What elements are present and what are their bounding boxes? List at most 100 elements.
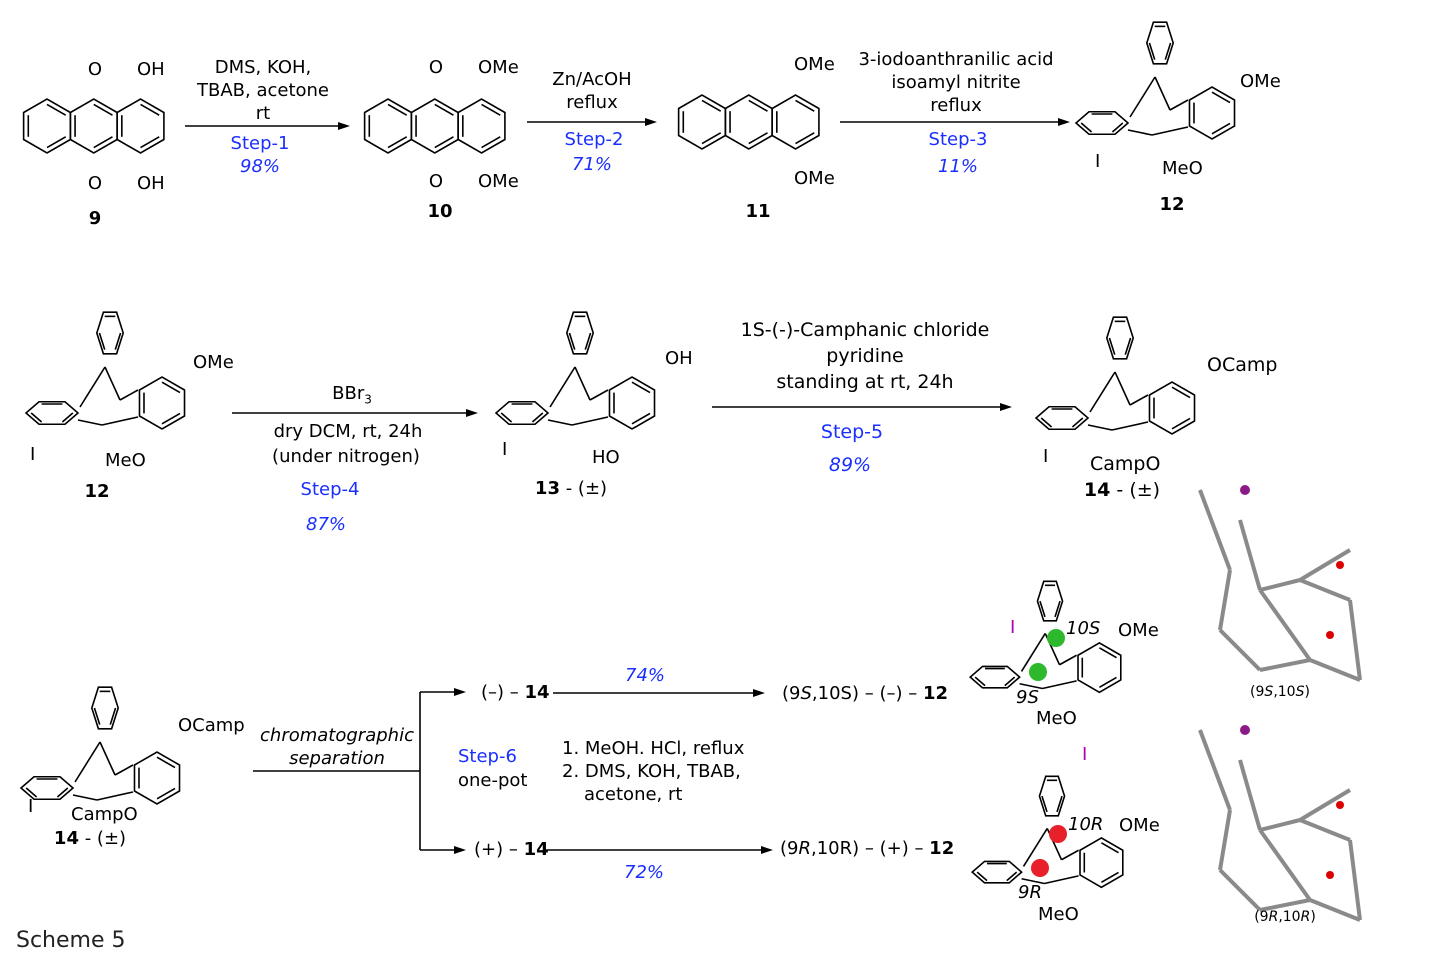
c13-oh: OH	[665, 348, 693, 369]
double-bond	[701, 132, 722, 145]
double-bond	[140, 103, 160, 116]
minus-3d-model-stick	[1259, 658, 1311, 672]
plus-product-descriptor: R	[798, 838, 811, 859]
r3-c14-campo: CampO	[71, 804, 138, 825]
minus-c9-label: 9S	[1016, 687, 1039, 708]
r2-compound-14-bridge	[1087, 424, 1113, 431]
minus-model-pre: (9	[1250, 684, 1265, 700]
minus-3d-model-stick	[1218, 569, 1232, 631]
step3-label: Step-3	[928, 129, 988, 150]
r2-compound-12-label: 12	[84, 481, 110, 502]
plus-start-number: 14	[523, 839, 549, 860]
plus-3d-model-stick	[1218, 868, 1262, 912]
compound-13-right-ring	[608, 376, 656, 430]
minus-product-bridge	[1059, 654, 1077, 666]
double-bond	[1101, 842, 1119, 854]
minus-product-bridge	[1042, 680, 1077, 690]
step4-reagent-text: BBr	[332, 383, 365, 404]
double-bond	[795, 99, 815, 112]
double-bond	[56, 787, 69, 798]
plus-3d-model-stick	[1198, 729, 1232, 811]
minus-product-bridge	[1019, 682, 1043, 690]
compound-11-label: 11	[745, 201, 771, 222]
plus-step-arrow-head	[761, 846, 773, 854]
minus-product-right-ring	[1077, 641, 1122, 694]
stereocenter-9R	[1031, 859, 1049, 877]
double-bond	[584, 332, 592, 350]
minus-3d-model-stick	[1299, 578, 1351, 602]
compound-13-bridge	[549, 366, 576, 408]
step4-reagent: BBr3	[332, 383, 372, 407]
r1-compound-12-left-ring	[1074, 110, 1130, 136]
double-bond	[161, 412, 181, 425]
minus-model-s1: S	[1264, 684, 1274, 700]
double-bond	[156, 787, 176, 800]
minus-product-mid: ,10S) – (–) –	[811, 683, 923, 704]
r2-c14-iodo: I	[1043, 446, 1049, 467]
compound-13-bridge	[571, 416, 609, 426]
minus-model-label: (9S,10S)	[1250, 684, 1310, 700]
plus-3d-model-stick	[1238, 759, 1262, 831]
r3-c14-number: 14	[53, 828, 79, 849]
c9-o-bot: O	[87, 173, 103, 194]
plus-3d-model-stick	[1299, 818, 1351, 842]
plus-iodo: I	[1082, 744, 1088, 765]
plus-meo: MeO	[1038, 904, 1079, 925]
double-bond	[1211, 122, 1231, 135]
plus-c9-label: 9R	[1018, 882, 1042, 903]
stereocenter-10R	[1049, 825, 1067, 843]
compound-13-bridge	[574, 366, 591, 401]
minus-3d-model-stick	[1258, 588, 1312, 662]
r3-compound-14-upper-ring	[90, 686, 120, 730]
step4-condition-1: dry DCM, rt, 24h	[273, 421, 423, 442]
step3-reagent-3: reflux	[930, 95, 982, 116]
plus-3d-model-stick	[1348, 839, 1362, 921]
step1-arrow-head	[338, 122, 350, 130]
minus-start-number: 14	[524, 682, 550, 703]
r2-compound-14-bridge	[1114, 371, 1131, 406]
c10-o-top: O	[428, 57, 444, 78]
minus-model-mid: ,10	[1273, 684, 1296, 700]
r2-compound-12-right-ring	[138, 376, 186, 430]
compound-11-ring	[771, 94, 820, 150]
minus-3d-model-stick	[1198, 489, 1232, 571]
r3-compound-14-right-ring	[133, 751, 181, 805]
double-bond	[974, 676, 986, 687]
step2-yield: 71%	[571, 154, 613, 175]
minus-3d-model-stick	[1238, 519, 1262, 591]
plus-product-label: (9R,10R) – (+) – 12	[780, 838, 954, 860]
plus-3d-model-stick	[1258, 828, 1312, 902]
double-bond	[1171, 417, 1191, 430]
step3-yield: 11%	[937, 156, 979, 177]
plus-branch-arrow-head	[454, 846, 466, 854]
step2-label: Step-2	[564, 129, 624, 150]
r3-compound-14-bridge	[72, 794, 98, 801]
plus-ome: OMe	[1119, 815, 1160, 836]
r2-compound-14-bridge	[1089, 371, 1116, 413]
r3-compound-14-bridge	[96, 791, 134, 801]
plus-c10-label: 10R	[1068, 814, 1104, 835]
step2-reagent-1: Zn/AcOH	[552, 69, 632, 90]
step3-reagent-1: 3-iodoanthranilic acid	[858, 49, 1054, 70]
r2-compound-14-left-ring	[1034, 405, 1090, 431]
r1-compound-12-right-ring	[1188, 86, 1236, 140]
r1-compound-12-bridge	[1129, 76, 1156, 118]
plus-product-upper-ring	[1038, 775, 1066, 817]
double-bond	[701, 99, 722, 112]
minus-product-label: (9S,10S) – (–) – 12	[782, 683, 948, 705]
double-bond	[1004, 676, 1016, 687]
double-bond	[1040, 417, 1053, 428]
minus-3d-model-iodine-atom	[1240, 485, 1250, 495]
compound-9-label: 9	[88, 208, 102, 229]
double-bond	[114, 332, 122, 350]
minus-meo: MeO	[1036, 708, 1077, 729]
compound-11-ring	[677, 94, 727, 150]
double-bond	[93, 707, 101, 725]
compound-13-bridge	[589, 389, 609, 401]
c13-iodo: I	[502, 439, 508, 460]
step5-reagent-1: 1S-(-)-Camphanic chloride	[740, 319, 990, 341]
r1-compound-12-bridge	[1154, 76, 1171, 111]
double-bond	[387, 136, 408, 149]
r2-compound-12-bridge	[119, 389, 139, 401]
